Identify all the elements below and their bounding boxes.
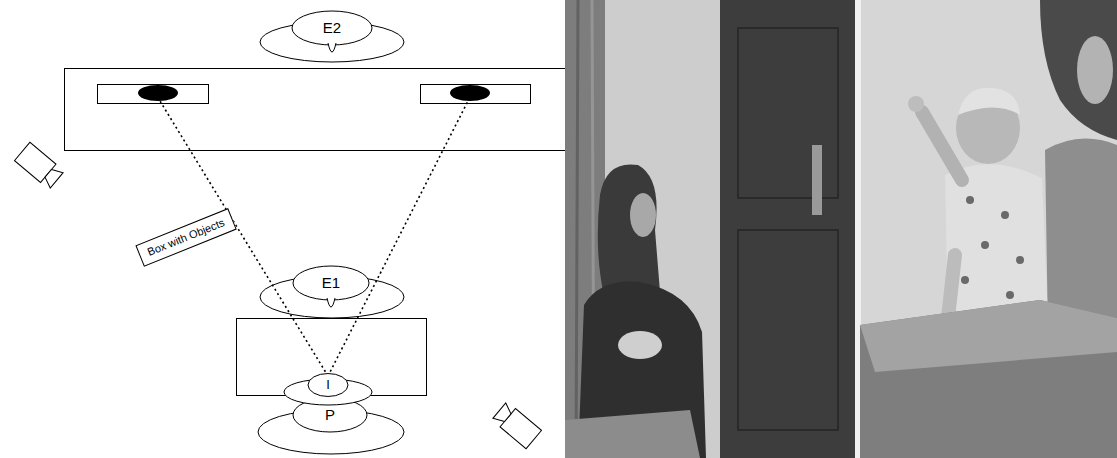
shirt-print	[966, 196, 974, 204]
person-label: E2	[323, 19, 341, 36]
wall	[855, 0, 1117, 458]
door-panel	[738, 28, 838, 198]
door-handle	[812, 145, 822, 215]
object-slot	[421, 85, 531, 104]
person-head	[293, 266, 369, 300]
shirt-print	[1016, 256, 1024, 264]
pointing-line	[328, 101, 468, 376]
photo-ground	[565, 0, 1117, 458]
shirt-print	[1006, 291, 1014, 299]
person-label: P	[325, 406, 335, 423]
woman-hands	[618, 331, 662, 359]
box-label: Box with Objects	[146, 216, 227, 258]
hidden-object	[450, 85, 490, 101]
curtain-fold	[576, 0, 578, 458]
person-outline	[259, 264, 405, 320]
person-head	[293, 398, 367, 432]
camera-lens	[42, 166, 63, 188]
door	[720, 0, 855, 458]
photo-table	[565, 410, 700, 458]
shirt-print	[981, 241, 989, 249]
woman-hair	[598, 164, 660, 296]
woman-face	[630, 193, 656, 237]
person-nose	[327, 298, 335, 307]
child-pointing-arm	[922, 112, 962, 180]
person-symbol: E2	[258, 6, 406, 64]
label-holder: E2	[323, 19, 341, 36]
child-arm	[948, 255, 955, 318]
mother-hair	[1040, 0, 1117, 140]
long-table	[65, 69, 601, 151]
camera-icon	[14, 142, 64, 189]
mother-face	[1077, 36, 1113, 104]
object-slot	[98, 85, 209, 104]
hidden-object	[138, 85, 178, 101]
label-holder: P	[325, 406, 335, 423]
person-head	[292, 11, 372, 45]
camera-lens	[493, 403, 514, 425]
person-symbol: I	[283, 372, 373, 406]
object-box: Box with Objects	[135, 208, 236, 266]
label-holder: E1	[322, 274, 340, 291]
person-nose	[328, 43, 336, 52]
label-holder: I	[326, 378, 330, 393]
camera-icon	[492, 401, 542, 448]
infant-table	[237, 319, 427, 396]
person-head	[308, 374, 348, 397]
person-label: I	[326, 378, 330, 393]
child-hand	[908, 96, 924, 112]
shirt-print	[1001, 211, 1009, 219]
person-label: E1	[322, 274, 340, 291]
door-panel	[738, 230, 838, 430]
shirt-print	[961, 276, 969, 284]
person-symbol: E1	[259, 264, 405, 320]
child-hair	[958, 88, 1020, 115]
table-top	[860, 300, 1117, 372]
photo-table	[860, 300, 1117, 458]
